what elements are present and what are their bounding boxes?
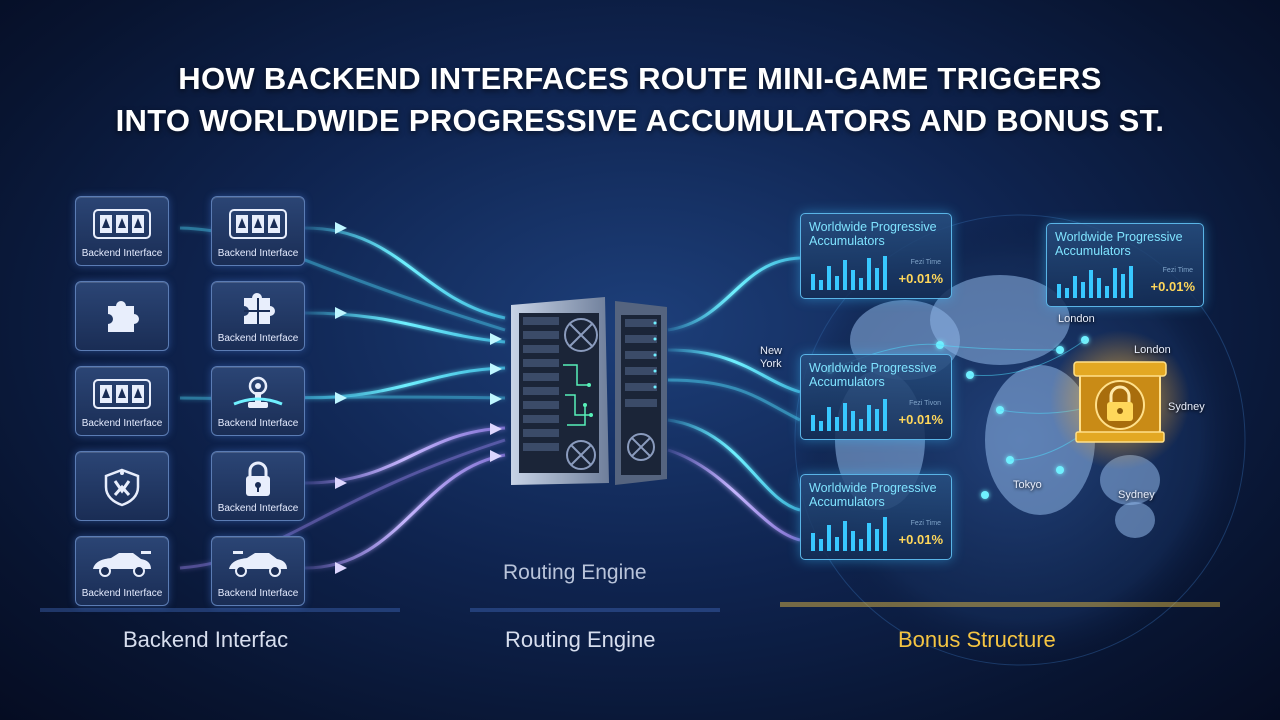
bar-sparkline <box>811 256 887 290</box>
accumulator-card: Worldwide Progressive Accumulators Fezi … <box>800 474 952 560</box>
output-flows <box>667 256 801 542</box>
backend-node-slot-2: Backend Interface <box>75 366 169 436</box>
footer-label-bonus: Bonus Structure <box>898 627 1056 652</box>
backend-node-padlock: Backend Interface <box>211 451 305 521</box>
backend-node-joystick: Backend Interface <box>211 366 305 436</box>
shield-emblem-icon <box>76 468 168 507</box>
race-car-icon <box>76 545 168 583</box>
joystick-icon <box>212 375 304 413</box>
padlock-icon <box>212 460 304 498</box>
backend-node-slot-3: Backend Interface <box>211 196 305 266</box>
input-arrows <box>335 222 502 574</box>
slot-reels-icon <box>76 205 168 243</box>
accumulator-heading: Worldwide Progressive Accumulators <box>809 481 937 509</box>
page-title: HOW BACKEND INTERFACES ROUTE MINI-GAME T… <box>0 58 1280 142</box>
puzzle-piece-icon <box>76 298 168 336</box>
footer-label-routing: Routing Engine <box>505 627 656 652</box>
accumulator-change: +0.01% <box>898 412 943 427</box>
node-label: Backend Interface <box>81 588 163 599</box>
accumulator-change: +0.01% <box>898 532 943 547</box>
node-label: Backend Interface <box>217 588 299 599</box>
city-label-sydney: Sydney <box>1168 401 1205 413</box>
city-label-london: London <box>1058 313 1095 325</box>
accumulator-caption: Fezi Time <box>910 520 941 527</box>
slot-reels-icon <box>76 375 168 413</box>
backend-node-car-2: Backend Interface <box>211 536 305 606</box>
gold-vault-padlock-icon <box>1073 361 1167 443</box>
node-label: Backend Interface <box>217 503 299 514</box>
title-line-1: HOW BACKEND INTERFACES ROUTE MINI-GAME T… <box>178 61 1102 96</box>
server-rack-icon <box>505 295 673 496</box>
accumulator-heading: Worldwide Progressive Accumulators <box>809 361 937 389</box>
node-label: Backend Interface <box>217 418 299 429</box>
routing-engine-label: Routing Engine <box>503 561 647 584</box>
bar-sparkline <box>811 517 887 551</box>
accumulator-caption: Fezi Time <box>1162 267 1193 274</box>
accumulator-card: Worldwide Progressive Accumulators Fezi … <box>800 213 952 299</box>
accumulator-heading: Worldwide Progressive Accumulators <box>1055 230 1183 258</box>
backend-node-car-1: Backend Interface <box>75 536 169 606</box>
accumulator-card: Worldwide Progressive Accumulators Fezi … <box>1046 223 1204 307</box>
backend-node-shield <box>75 451 169 521</box>
backend-node-puzzle-1 <box>75 281 169 351</box>
city-label-london: London <box>1134 344 1171 356</box>
title-line-2: INTO WORLDWIDE PROGRESSIVE ACCUMULATORS … <box>115 103 1165 138</box>
race-car-icon <box>212 545 304 583</box>
node-label: Backend Interface <box>81 418 163 429</box>
node-label: Backend Interface <box>217 333 299 344</box>
node-label: Backend Interface <box>217 248 299 259</box>
accumulator-caption: Fezi Time <box>910 259 941 266</box>
accumulator-change: +0.01% <box>1150 279 1195 294</box>
accumulator-card: Worldwide Progressive Accumulators Fezi … <box>800 354 952 440</box>
slot-reels-icon <box>212 205 304 243</box>
accumulator-caption: Fezi Tivon <box>909 400 941 407</box>
backend-node-slot-1: Backend Interface <box>75 196 169 266</box>
city-label-sydney: Sydney <box>1118 489 1155 501</box>
city-label-new-york: New York <box>760 345 783 370</box>
bar-sparkline <box>811 399 887 431</box>
node-label: Backend Interface <box>81 248 163 259</box>
puzzle-piece-icon <box>212 290 304 328</box>
backend-node-puzzle-2: Backend Interface <box>211 281 305 351</box>
footer-label-backend: Backend Interfac <box>123 627 289 652</box>
bar-sparkline <box>1057 266 1133 298</box>
accumulator-heading: Worldwide Progressive Accumulators <box>809 220 937 248</box>
city-label-tokyo: Tokyo <box>1013 479 1042 491</box>
accumulator-change: +0.01% <box>898 271 943 286</box>
